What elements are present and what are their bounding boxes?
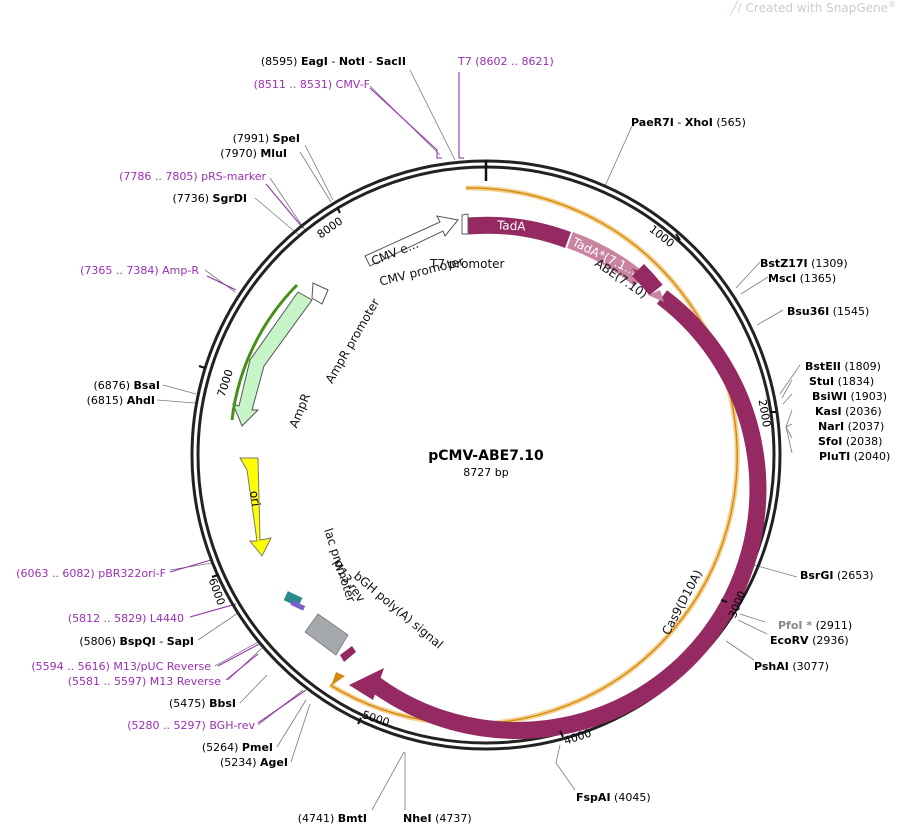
primer-label-pbr322ori-f[interactable]: (6063 .. 6082) pBR322ori-F <box>16 567 166 580</box>
tada-feature <box>467 216 571 248</box>
t7-promoter-label: T7 promoter <box>429 257 505 271</box>
ampr-orf-line <box>230 283 299 421</box>
site-label-fspai[interactable]: FspAI (4045) <box>576 791 651 804</box>
cmv-promoter-feature <box>461 213 469 235</box>
primer-label-prs-marker[interactable]: (7786 .. 7805) pRS-marker <box>119 170 266 183</box>
site-label-bsteii[interactable]: BstEII (1809) <box>805 360 881 373</box>
site-label-bsai[interactable]: (6876) BsaI <box>93 379 160 392</box>
site-label-sgrdi[interactable]: (7736) SgrDI <box>172 192 247 205</box>
ori-feature <box>239 457 272 557</box>
site-label-bspqi-sapi[interactable]: (5806) BspQI - SapI <box>79 635 194 648</box>
site-label-bsu36i[interactable]: Bsu36I (1545) <box>787 305 869 318</box>
ampr-label: AmpR <box>287 391 313 429</box>
ampr-promoter-label: AmpR promoter <box>323 296 383 386</box>
cas9-label: Cas9(D10A) <box>659 567 705 637</box>
site-label-stui[interactable]: StuI (1834) <box>809 375 874 388</box>
site-label-nhei[interactable]: NheI (4737) <box>403 812 472 825</box>
site-label-kasi[interactable]: KasI (2036) <box>815 405 882 418</box>
tada-label: TadA <box>496 218 527 234</box>
primer-lines <box>169 72 464 724</box>
site-label-bsrgi[interactable]: BsrGI (2653) <box>800 569 874 582</box>
watermark-mark: ® <box>888 0 896 9</box>
site-label-eagi-noti-sacii[interactable]: (8595) EagI - NotI - SacII <box>261 55 406 68</box>
site-label-pluti[interactable]: PluTI (2040) <box>819 450 890 463</box>
primer-label-m13-reverse[interactable]: (5581 .. 5597) M13 Reverse <box>68 675 221 688</box>
cas9-feature <box>366 290 767 739</box>
primer-label-m13-puc-reverse[interactable]: (5594 .. 5616) M13/pUC Reverse <box>31 660 211 673</box>
bgh-label: bGH poly(A) signal <box>351 569 446 652</box>
site-label-mlui[interactable]: (7970) MluI <box>220 147 287 160</box>
tick-label-2000: 2000 <box>756 398 774 428</box>
plasmid-size: 8727 bp <box>463 466 508 479</box>
site-label-pshai[interactable]: PshAI (3077) <box>754 660 829 673</box>
m13-rev-feature <box>290 600 306 611</box>
site-label-pmei[interactable]: (5264) PmeI <box>202 741 273 754</box>
primer-label-t7[interactable]: T7 (8602 .. 8621) <box>457 55 554 68</box>
bgh-end-marker <box>340 646 356 662</box>
site-label-pfoi[interactable]: PfoI * (2911) <box>778 619 852 632</box>
site-label-agei[interactable]: (5234) AgeI <box>220 756 288 769</box>
snapgene-watermark: ╱∕ Created with SnapGene® <box>730 0 896 15</box>
site-label-ecorv[interactable]: EcoRV (2936) <box>770 634 849 647</box>
site-label-bbsi[interactable]: (5475) BbsI <box>169 697 236 710</box>
orf-arrowhead <box>331 672 345 686</box>
site-label-msci[interactable]: MscI (1365) <box>768 272 836 285</box>
site-label-nari[interactable]: NarI (2037) <box>818 420 884 433</box>
feature-labels: TadA TadA*(7.1... ABE(7.10) Cas9(D10A) C… <box>247 218 705 651</box>
site-label-spei[interactable]: (7991) SpeI <box>233 132 300 145</box>
abe-marker <box>648 290 664 302</box>
primer-label-l4440[interactable]: (5812 .. 5829) L4440 <box>68 612 184 625</box>
tick-label-7000: 7000 <box>215 368 236 399</box>
bgh-feature <box>304 613 349 656</box>
primer-label-cmv-f[interactable]: (8511 .. 8531) CMV-F <box>254 78 370 91</box>
cas9-arrowhead <box>349 668 384 700</box>
ampr-promoter-feature <box>311 282 329 305</box>
site-label-paer7i-xhoi[interactable]: PaeR7I - XhoI (565) <box>631 116 746 129</box>
primer-label-bgh-rev[interactable]: (5280 .. 5297) BGH-rev <box>127 719 255 732</box>
snapgene-logo-icon: ╱∕ <box>730 1 742 15</box>
site-label-bsiwi[interactable]: BsiWI (1903) <box>812 390 887 403</box>
site-label-bmti[interactable]: (4741) BmtI <box>298 812 367 825</box>
site-label-ahdi[interactable]: (6815) AhdI <box>87 394 155 407</box>
primer-label-amp-r[interactable]: (7365 .. 7384) Amp-R <box>80 264 199 277</box>
ori-label: ori <box>247 490 263 507</box>
cmv-enhancer-feature <box>364 215 459 267</box>
cmv-enhancer-label: CMV e... <box>369 237 420 269</box>
ampr-feature <box>232 291 313 427</box>
watermark-prefix: Created with <box>745 1 827 15</box>
site-label-bstz17i[interactable]: BstZ17I (1309) <box>760 257 848 270</box>
tick-label-6000: 6000 <box>206 576 228 607</box>
site-label-sfoi[interactable]: SfoI (2038) <box>818 435 882 448</box>
plasmid-name: pCMV-ABE7.10 <box>428 448 544 464</box>
tick-marks <box>198 206 776 738</box>
watermark-brand: SnapGene <box>826 1 888 15</box>
